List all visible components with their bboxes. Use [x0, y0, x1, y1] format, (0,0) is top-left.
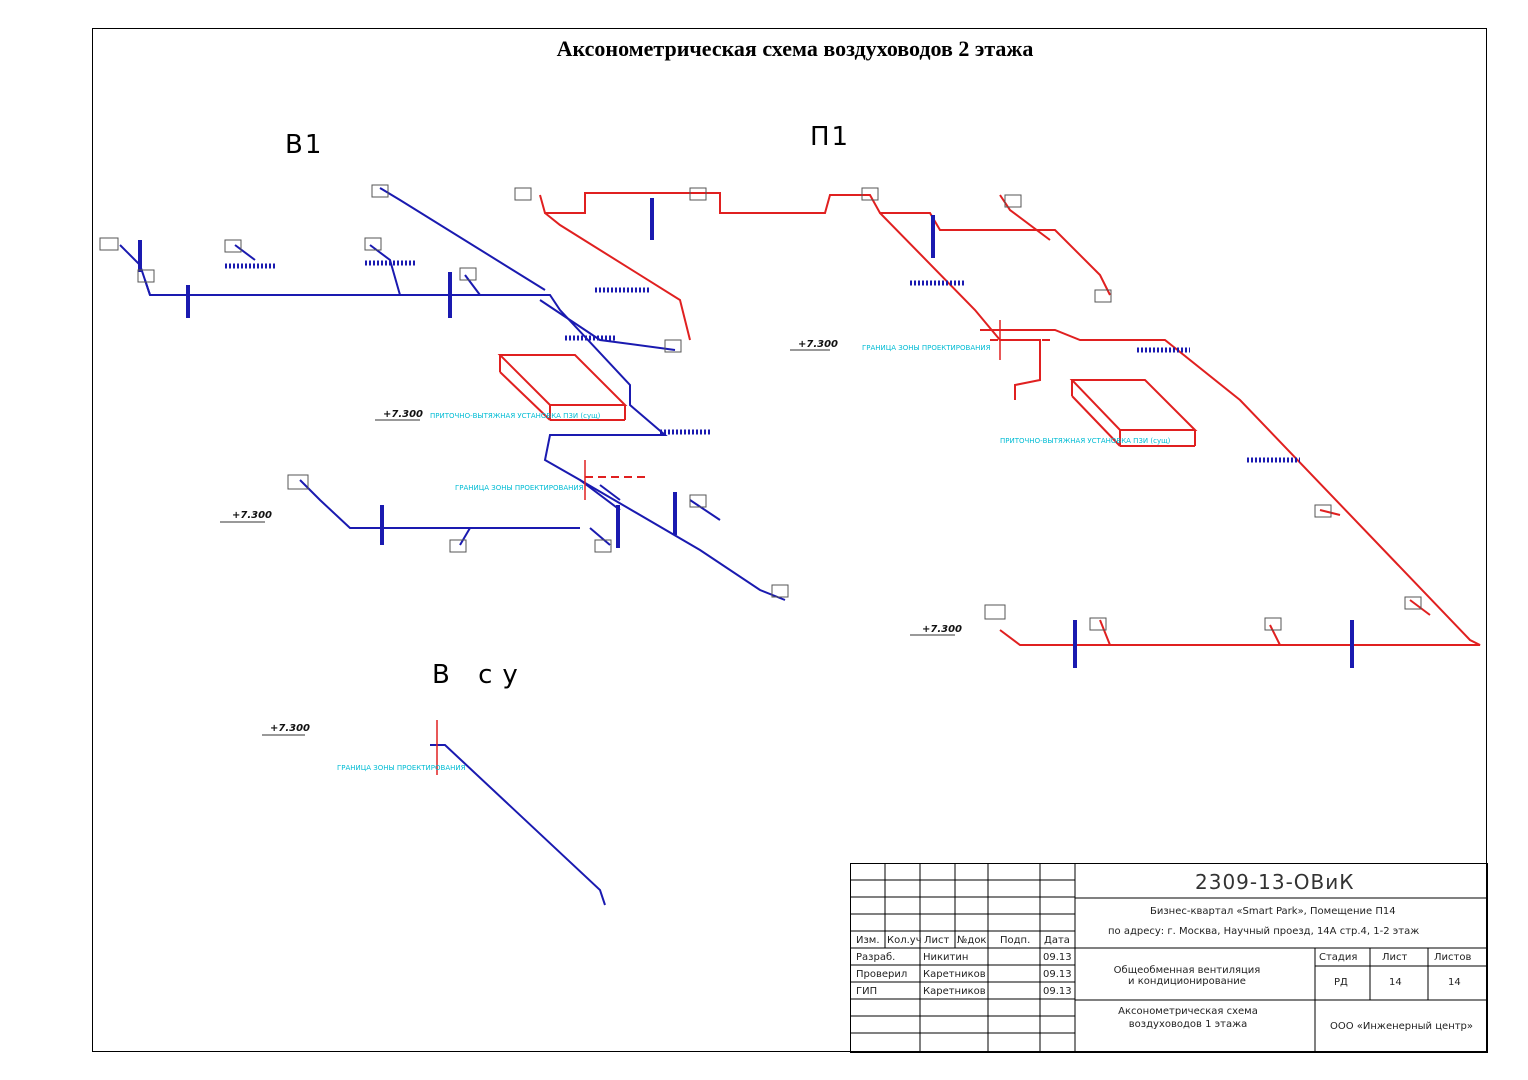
row-name: Каретников	[923, 986, 986, 997]
header-koluch: Кол.уч	[887, 935, 922, 946]
header-izm: Изм.	[856, 935, 880, 946]
sheets-value: 14	[1448, 977, 1461, 988]
sheet-value: 14	[1389, 977, 1402, 988]
elevation-text: +7.300	[383, 409, 423, 420]
zone-label: ГРАНИЦА ЗОНЫ ПРОЕКТИРОВАНИЯ	[455, 484, 584, 492]
header-data: Дата	[1044, 935, 1070, 946]
supply-dashed	[585, 339, 1055, 478]
system-label-vsu: В су	[432, 660, 528, 690]
elevation-text: +7.300	[232, 510, 272, 521]
row-role: ГИП	[856, 986, 878, 997]
exhaust-hatches	[225, 260, 710, 435]
drawing-code: 2309-13-ОВиК	[1195, 870, 1355, 894]
title-block-grid	[850, 863, 1488, 1053]
zone-label: ГРАНИЦА ЗОНЫ ПРОЕКТИРОВАНИЯ	[862, 344, 991, 352]
exhaust-dampers	[138, 240, 677, 548]
drawing-title: Аксонометрическая схема воздуховодов 2 э…	[556, 36, 1034, 61]
exhaust-duct-v1	[119, 187, 786, 906]
row-role: Проверил	[856, 969, 908, 980]
zone-label: ГРАНИЦА ЗОНЫ ПРОЕКТИРОВАНИЯ	[337, 764, 466, 772]
exhaust-diffusers	[99, 184, 789, 598]
sheets-label: Листов	[1434, 952, 1472, 963]
supply-dampers	[650, 198, 1354, 668]
annotation-labels: ПРИТОЧНО-ВЫТЯЖНАЯ УСТАНОВКА П3И (сущ) ПР…	[337, 344, 1171, 772]
row-name: Каретников	[923, 969, 986, 980]
sheet-label: Лист	[1382, 952, 1408, 963]
row-role: Разраб.	[856, 952, 896, 963]
supply-duct-p1	[539, 192, 1481, 646]
elevation-text: +7.300	[270, 723, 310, 734]
system-label-p1: П1	[810, 122, 851, 152]
stage-label: Стадия	[1319, 952, 1358, 963]
elevation-text: +7.300	[798, 339, 838, 350]
row-date: 09.13	[1043, 986, 1072, 997]
header-ndok: №док	[957, 935, 987, 946]
supply-diffusers	[514, 187, 1422, 631]
header-list: Лист	[924, 935, 950, 946]
section-title: Общеобменная вентиляция и кондиционирова…	[1113, 965, 1261, 987]
company-name: ООО «Инженерный центр»	[1330, 1021, 1474, 1032]
title-block: 2309-13-ОВиК Бизнес-квартал «Smart Park»…	[850, 863, 1488, 1053]
object-line-2: по адресу: г. Москва, Научный проезд, 14…	[1108, 926, 1420, 937]
elevation-texts: +7.300 +7.300 +7.300 +7.300 +7.300	[232, 339, 962, 734]
unit-label-p1: ПРИТОЧНО-ВЫТЯЖНАЯ УСТАНОВКА П3И (сущ)	[1000, 437, 1171, 445]
row-date: 09.13	[1043, 952, 1072, 963]
header-podp: Подп.	[1000, 935, 1031, 946]
unit-label-v1: ПРИТОЧНО-ВЫТЯЖНАЯ УСТАНОВКА П3И (сущ)	[430, 412, 601, 420]
system-label-v1: В1	[285, 130, 324, 160]
object-line-1: Бизнес-квартал «Smart Park», Помещение П…	[1150, 906, 1396, 917]
row-date: 09.13	[1043, 969, 1072, 980]
supply-hatches	[595, 280, 1300, 463]
elevation-marks	[220, 349, 955, 736]
drawing-frame	[92, 28, 1487, 1052]
zone-borders	[436, 320, 1001, 775]
drawing-subtitle: Аксонометрическая схема воздуховодов 1 э…	[1118, 1006, 1258, 1030]
elevation-text: +7.300	[922, 624, 962, 635]
supply-units	[497, 354, 1198, 447]
stage-value: РД	[1334, 977, 1348, 988]
row-name: Никитин	[923, 952, 969, 963]
